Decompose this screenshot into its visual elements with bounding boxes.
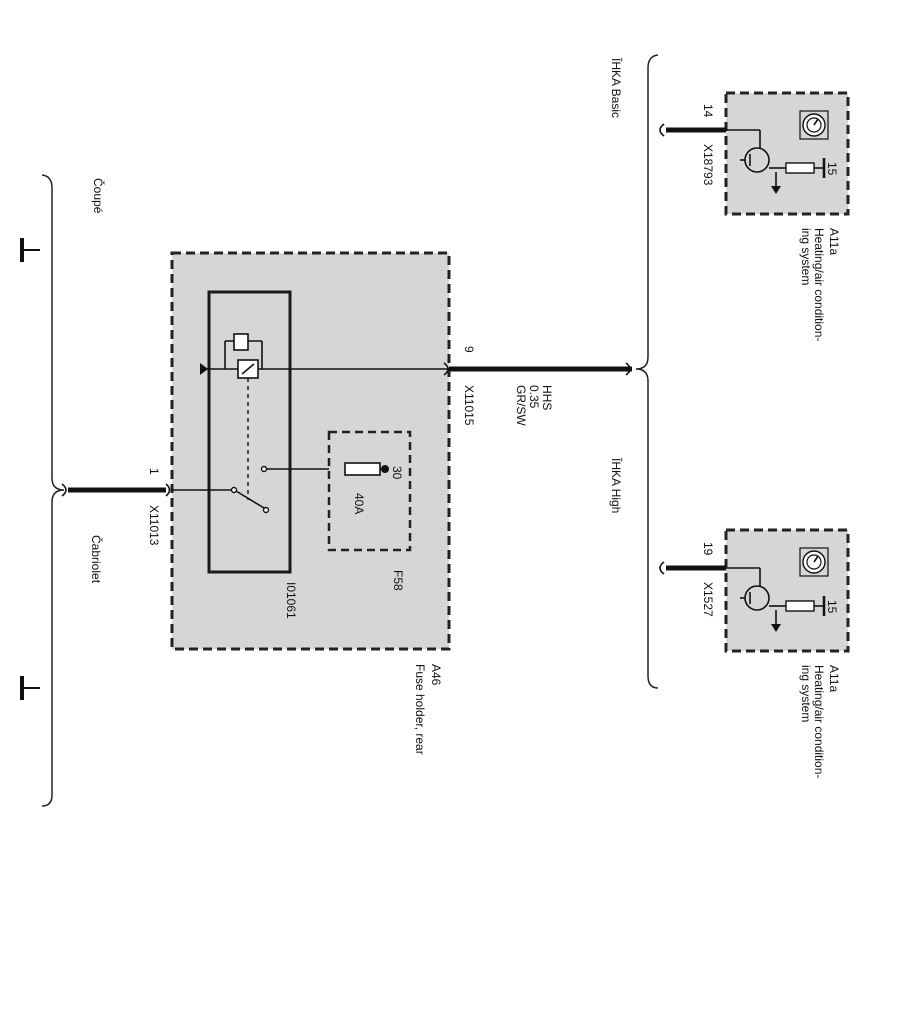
connector-x11015-symbol [443,362,449,376]
fuse-f58-box [327,430,412,552]
module-top-name-1: Heating/air condition- [812,228,826,341]
connector-x11013-symbol [165,483,171,497]
module-bottom-circuit [726,547,829,632]
connector-x11013-left [61,483,67,497]
label-ihka-basic: ÎHKA Basic [609,57,624,118]
fuse-rating: 40A [352,493,366,514]
wire-color: GR/SW [514,385,528,426]
ihka-brace [635,54,659,689]
module-top-connector: X18793 [701,144,715,186]
ground-symbol-cabriolet [20,676,40,700]
module-bottom-connector: X1527 [701,582,715,617]
fuse-pin: 30 [390,466,404,480]
module-top-name-2: ing system [799,228,813,285]
label-ihka-high: ÎHKA High [609,457,624,513]
fuse-f58-symbol [344,462,389,476]
variant-brace [41,174,65,807]
connector-x18793-symbol [659,123,665,137]
connector-x1527-symbol [659,561,665,575]
module-bottom-pin: 19 [701,542,715,556]
x11013-pin: 1 [147,468,161,475]
module-top-id: A11a [827,228,841,255]
module-top-ground-pin: 15 [825,162,839,176]
fuse-id: F58 [391,570,405,591]
a46-name: Fuse holder, rear [413,664,427,755]
relay-id: I01061 [284,582,298,619]
x11015-pin: 9 [462,346,476,353]
module-bottom-name-1: Heating/air condition- [812,665,826,778]
module-top-circuit [726,110,829,194]
x11013-label: X11013 [147,505,161,546]
label-coupe: Čoupé [91,178,106,214]
wire-name: HHS [540,385,554,410]
module-bottom-id: A11a [827,665,841,692]
module-bottom-name-2: ing system [799,665,813,722]
x11015-label: X11015 [462,385,476,426]
relay-i01061-box [207,290,292,574]
a46-id: A46 [429,664,443,686]
relay-coil-symbol [200,333,449,379]
module-top-pin: 14 [701,104,715,118]
module-bottom-ground-pin: 15 [825,600,839,614]
wire-size: 0.35 [527,385,541,409]
connector-wire-end [625,362,631,376]
ground-symbol-coupe [20,238,40,262]
module-bottom-box [724,528,850,653]
module-top-box [724,91,850,216]
label-cabriolet: Čabriolet [89,535,104,584]
